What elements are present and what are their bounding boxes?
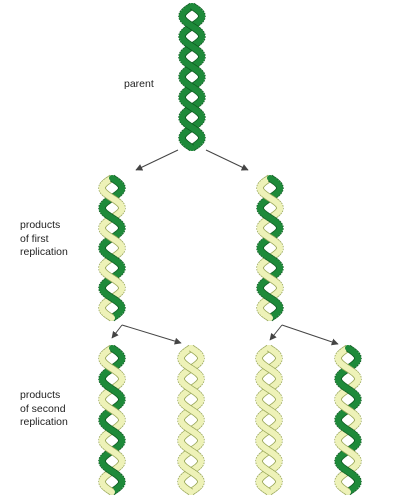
second-gen-helix-1 [98, 344, 126, 496]
strand-segment [106, 313, 115, 321]
strand-segment [185, 487, 194, 495]
arrow-left-to-gen2-1 [111, 324, 123, 339]
first-gen-helix-left [98, 174, 126, 322]
strand-segment [198, 10, 205, 19]
arrow-left-to-gen2-2 [121, 324, 182, 345]
arrow-parent-to-right [205, 149, 249, 171]
strand-segment [263, 487, 272, 495]
second-gen-helix-4 [334, 344, 362, 496]
strand-segment [118, 182, 125, 191]
arrow-parent-to-left [135, 149, 179, 171]
label-parent: parent [124, 78, 154, 90]
strand-segment [186, 143, 195, 151]
second-gen-helix-2 [177, 344, 205, 496]
strand-segment [106, 487, 115, 495]
strand-segment [264, 313, 273, 321]
first-gen-helix-right [256, 174, 284, 322]
arrow-right-to-gen2-4 [281, 324, 339, 346]
label-first-replication: products of first replication [20, 219, 68, 258]
arrow-right-to-gen2-3 [269, 324, 283, 341]
second-gen-helix-3 [255, 344, 283, 496]
strand-segment [342, 487, 351, 495]
strand-segment [197, 353, 204, 361]
strand-segment [354, 353, 361, 361]
parent-helix [178, 2, 206, 152]
strand-segment [118, 353, 125, 361]
strand-segment [275, 353, 282, 361]
label-second-replication: products of second replication [20, 389, 68, 428]
strand-segment [276, 182, 283, 191]
